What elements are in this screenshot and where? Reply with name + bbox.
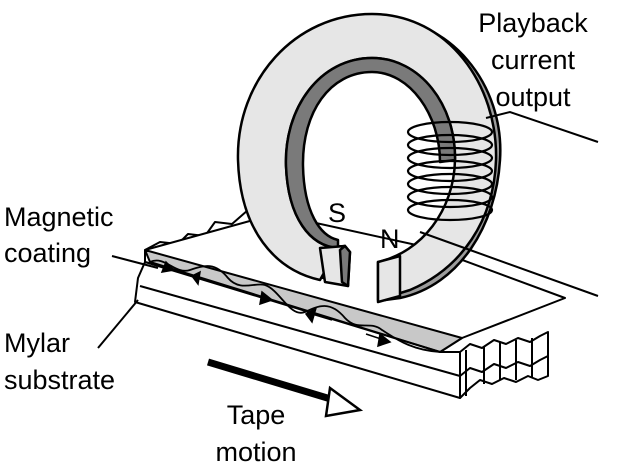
tape-motion-label-line1: Tape	[227, 400, 286, 430]
magnetic-coating-label-line2: coating	[4, 238, 91, 268]
lead-wires	[419, 110, 599, 297]
domain-arrow-icon	[190, 270, 219, 286]
pole-s-label: S	[328, 198, 346, 228]
domain-arrow-icon	[304, 306, 333, 324]
arrow-right-icon	[206, 358, 364, 418]
coating-pointer	[111, 255, 159, 269]
substrate-layer-line	[139, 285, 461, 377]
pointer-lines	[97, 255, 159, 349]
mylar-substrate-label-line1: Mylar	[4, 328, 70, 358]
tape	[134, 209, 566, 399]
domain-arrow-icon	[365, 332, 392, 348]
domain-arrow-icon	[244, 290, 274, 306]
playback-label-line3: output	[495, 82, 571, 112]
ring-inner-bore	[284, 56, 457, 250]
magnetization-pattern	[149, 259, 441, 353]
ring-head	[236, 12, 502, 304]
coil-icon	[406, 120, 494, 222]
tape-motion-label-line2: motion	[215, 437, 296, 467]
mylar-substrate-label-line2: substrate	[4, 365, 115, 395]
domain-arrows	[149, 260, 392, 348]
tape-end-torn	[459, 331, 549, 399]
domain-arrow-icon	[149, 260, 176, 273]
pole-n-block	[376, 254, 402, 304]
playback-label-line2: current	[491, 45, 576, 75]
playback-label-line1: Playback	[478, 8, 588, 38]
substrate-pointer	[97, 299, 139, 349]
magnetization-wave	[149, 259, 441, 353]
pole-n-label: N	[380, 224, 400, 254]
magnetic-coating-label-line1: Magnetic	[4, 202, 114, 232]
